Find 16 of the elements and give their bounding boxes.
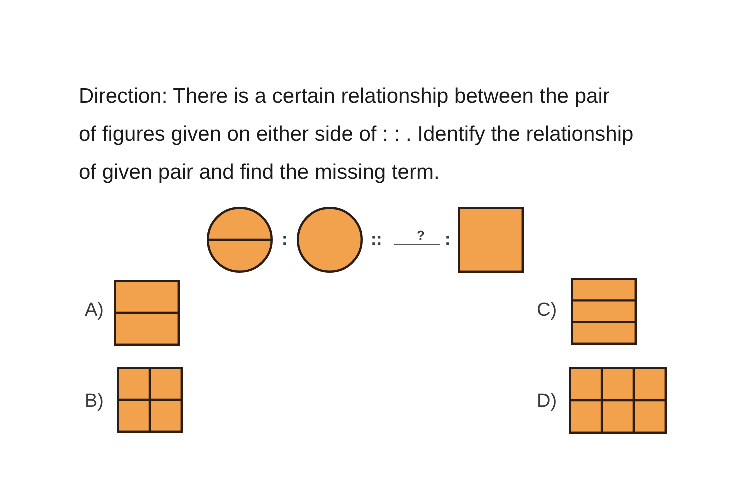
square-figure <box>458 207 524 273</box>
circle-figure <box>297 207 363 273</box>
option-letter: B) <box>85 391 104 413</box>
option-letter: C) <box>537 300 558 322</box>
four-part-square <box>117 367 183 433</box>
option-letter: A) <box>85 300 104 322</box>
three-strip-square <box>571 278 637 345</box>
ratio-sign: : <box>445 230 451 250</box>
question-mark: ? <box>417 228 425 244</box>
proportion-sign: :: <box>371 230 382 250</box>
ratio-sign: : <box>282 230 288 250</box>
instruction-text: Direction: There is a certain relationship between the pair of figures given on either side of : : . Identify the relationship of given pair and find the missing term. <box>79 84 634 186</box>
six-part-rectangle <box>569 367 667 434</box>
halved-circle <box>207 207 273 273</box>
halved-square <box>114 280 180 346</box>
option-letter: D) <box>537 391 558 413</box>
